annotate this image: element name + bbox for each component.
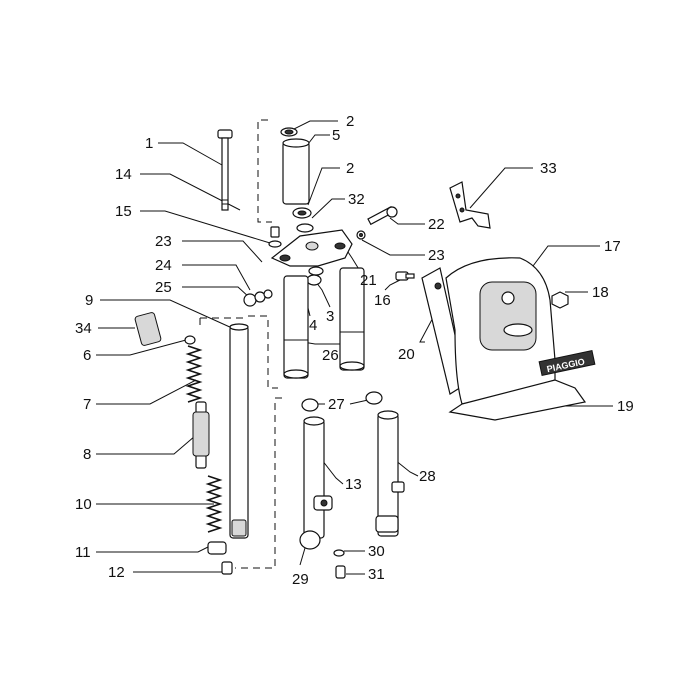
callout-15: 15	[115, 203, 132, 220]
part-26-tube-right	[339, 267, 365, 371]
part-7-spring	[185, 345, 203, 403]
callout-4: 4	[309, 317, 317, 334]
callout-20: 20	[398, 346, 415, 363]
callout-14: 14	[115, 166, 132, 183]
part-13-lower-leg	[303, 416, 333, 539]
part-33-plate	[449, 181, 491, 229]
part-5-sleeve	[282, 138, 310, 205]
part-32-nut	[296, 223, 314, 233]
part-18-nut	[551, 291, 569, 309]
part-29-dust-cap	[299, 530, 321, 550]
part-1-bolt	[217, 129, 233, 211]
part-24-25-washers	[243, 289, 273, 307]
callout-32: 32	[348, 191, 365, 208]
callout-21: 21	[360, 272, 377, 289]
callout-16: 16	[374, 292, 391, 309]
callout-1: 1	[145, 135, 153, 152]
callout-23-left: 23	[155, 233, 172, 250]
callout-34: 34	[75, 320, 92, 337]
callout-12: 12	[108, 564, 125, 581]
part-6-cap	[184, 335, 196, 345]
callout-29: 29	[292, 571, 309, 588]
part-17-front-cover	[445, 257, 587, 421]
callout-2-lower: 2	[346, 160, 354, 177]
part-26-tube-left	[283, 275, 309, 379]
part-31-screw	[335, 565, 346, 579]
callout-23-right: 23	[428, 247, 445, 264]
callout-5: 5	[332, 127, 340, 144]
part-14-screw	[270, 226, 280, 238]
callout-13: 13	[345, 476, 362, 493]
part-15-washer	[268, 240, 282, 248]
part-9-long-tube	[229, 323, 249, 539]
callout-18: 18	[592, 284, 609, 301]
part-4-nut	[306, 274, 322, 286]
callout-11: 11	[75, 544, 91, 561]
part-11-bushing	[207, 541, 227, 555]
part-30-washer	[333, 549, 345, 557]
callout-25: 25	[155, 279, 172, 296]
part-3-washer	[308, 266, 324, 276]
callout-26: 26	[322, 347, 339, 364]
callout-7: 7	[83, 396, 91, 413]
callout-19: 19	[617, 398, 634, 415]
callout-31: 31	[368, 566, 385, 583]
part-2-bushing-lower	[292, 207, 312, 219]
group-brackets	[199, 119, 282, 569]
callout-10: 10	[75, 496, 92, 513]
callout-8: 8	[83, 446, 91, 463]
part-22-bolt	[367, 205, 398, 226]
part-16-screw	[395, 271, 415, 281]
part-28-lower-leg	[375, 410, 405, 537]
callout-3: 3	[326, 308, 334, 325]
part-23-washer-right	[356, 230, 366, 240]
callout-labels: 1 2 5 2 14 32 15 22 33 23 23 21 17 24 25…	[75, 113, 634, 588]
callout-22: 22	[428, 216, 445, 233]
leader-lines	[96, 120, 613, 575]
part-27-bushing-right	[365, 391, 383, 405]
callout-24: 24	[155, 257, 172, 274]
part-10-spring	[205, 475, 223, 533]
callout-30: 30	[368, 543, 385, 560]
part-27-bushing-left	[301, 398, 319, 412]
callout-6: 6	[83, 347, 91, 364]
part-34-rubber-grip	[134, 312, 162, 346]
callout-27: 27	[328, 396, 345, 413]
part-21-bracket	[270, 229, 353, 267]
callout-28: 28	[419, 468, 436, 485]
callout-9: 9	[85, 292, 93, 309]
callout-33: 33	[540, 160, 557, 177]
callout-17: 17	[604, 238, 621, 255]
part-2-bushing-top	[280, 127, 298, 137]
part-8-damper	[192, 401, 210, 469]
part-12-screw	[221, 561, 233, 575]
callout-2-top: 2	[346, 113, 354, 130]
